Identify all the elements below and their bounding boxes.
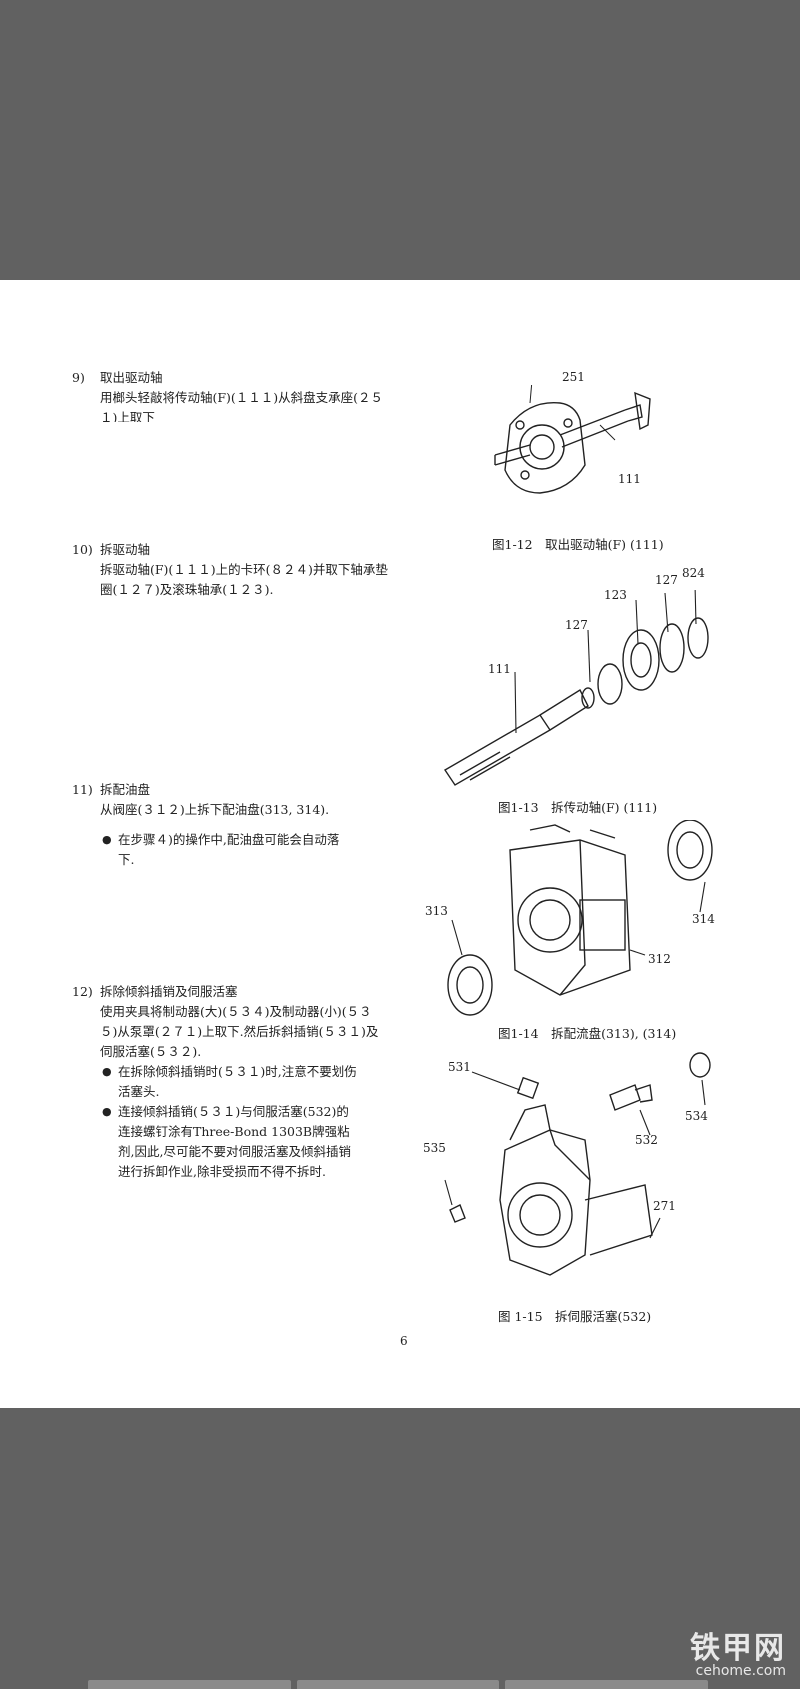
figure-1-15-drawing [444,1052,711,1276]
step-number: 12) [72,984,93,999]
bottom-tab[interactable] [88,1680,291,1689]
part-label: 271 [653,1199,676,1213]
leader-line [444,1179,453,1206]
figure-caption: 图1-12 取出驱动轴(F) (111) [492,537,664,552]
leader-line [471,1071,521,1091]
leader-line [451,919,463,956]
step-body: 拆驱动轴(F)(１１１)上的卡环(８２４)并取下轴承垫圈(１２７)及滚珠轴承(１… [100,562,388,597]
watermark-domain: cehome.com [695,1663,786,1679]
step-10: 10) 拆驱动轴 拆驱动轴(F)(１１１)上的卡环(８２４)并取下轴承垫圈(１２７… [72,540,392,600]
part-label: 127 [655,573,678,587]
figure-1-13-drawing [444,590,709,786]
part-label: 532 [635,1133,658,1147]
leader-line [701,1079,706,1106]
bottom-tab[interactable] [505,1680,709,1689]
step-body: 从阀座(３１２)上拆下配油盘(313, 314). [100,802,330,817]
step-number: 10) [72,542,93,557]
leader-line [694,590,697,625]
part-label: 127 [565,618,588,632]
leader-line [649,1217,661,1239]
leader-line [599,424,616,441]
bottom-tab[interactable] [296,1680,500,1689]
step-number: 11) [72,782,93,797]
top-gray-band [0,0,800,280]
bullet-item: 连接倾斜插销(５３１)与伺服活塞(532)的连接螺钉涂有Three-Bond 1… [100,1102,360,1182]
step-number: 9) [72,370,85,385]
bullet-item: 在步骤４)的操作中,配油盘可能会自动落下. [100,830,340,870]
step-title: 取出驱动轴 [100,370,163,385]
figure-1-14-drawing [447,820,713,1016]
figure-caption: 图1-13 拆传动轴(F) (111) [498,800,658,815]
step-12: 12) 拆除倾斜插销及伺服活塞 使用夹具将制动器(大)(５３４)及制动器(小)(５… [72,982,386,1182]
step-9: 9) 取出驱动轴 用榔头轻敲将传动轴(F)(１１１)从斜盘支承座(２５１)上取下 [72,368,392,422]
leader-line [639,1109,651,1136]
step-body: 使用夹具将制动器(大)(５３４)及制动器(小)(５３５)从泵罩(２７１)上取下.… [100,1004,379,1059]
part-label: 824 [682,566,705,580]
watermark-text: 铁甲网 [690,1631,786,1666]
leader-line [664,592,669,633]
leader-line [629,949,646,956]
part-label: 123 [604,588,627,602]
part-label: 531 [448,1060,471,1074]
page-number: 6 [400,1334,408,1348]
leader-line [635,599,639,645]
part-label: 251 [562,370,585,384]
bullet-item: 在拆除倾斜插销时(５３１)时,注意不要划伤活塞头. [100,1062,360,1102]
bottom-tab-strip [88,1680,709,1689]
bottom-gray-band [0,1408,800,1689]
step-11: 11) 拆配油盘 从阀座(３１２)上拆下配油盘(313, 314). 在步骤４)的… [72,780,372,870]
figure-caption: 图1-14 拆配流盘(313), (314) [498,1026,677,1041]
step-title: 拆驱动轴 [100,542,151,557]
leader-line [699,881,706,913]
part-label: 111 [488,662,511,676]
step-title: 拆除倾斜插销及伺服活塞 [100,984,238,999]
leader-line [529,385,533,404]
part-label: 534 [685,1109,708,1123]
figure-caption: 图 1-15 拆伺服活塞(532) [498,1309,652,1324]
part-label: 535 [423,1141,446,1155]
part-label: 312 [648,952,671,966]
leader-line [514,671,517,734]
part-label: 111 [618,472,641,486]
part-label: 314 [692,912,715,926]
part-label: 313 [425,904,448,918]
site-watermark: 铁甲网 cehome.com [690,1623,786,1679]
leader-line [587,629,591,683]
step-title: 拆配油盘 [100,782,151,797]
step-body: 用榔头轻敲将传动轴(F)(１１１)从斜盘支承座(２５１)上取下 [100,390,384,422]
figure-1-12-drawing [494,385,651,494]
